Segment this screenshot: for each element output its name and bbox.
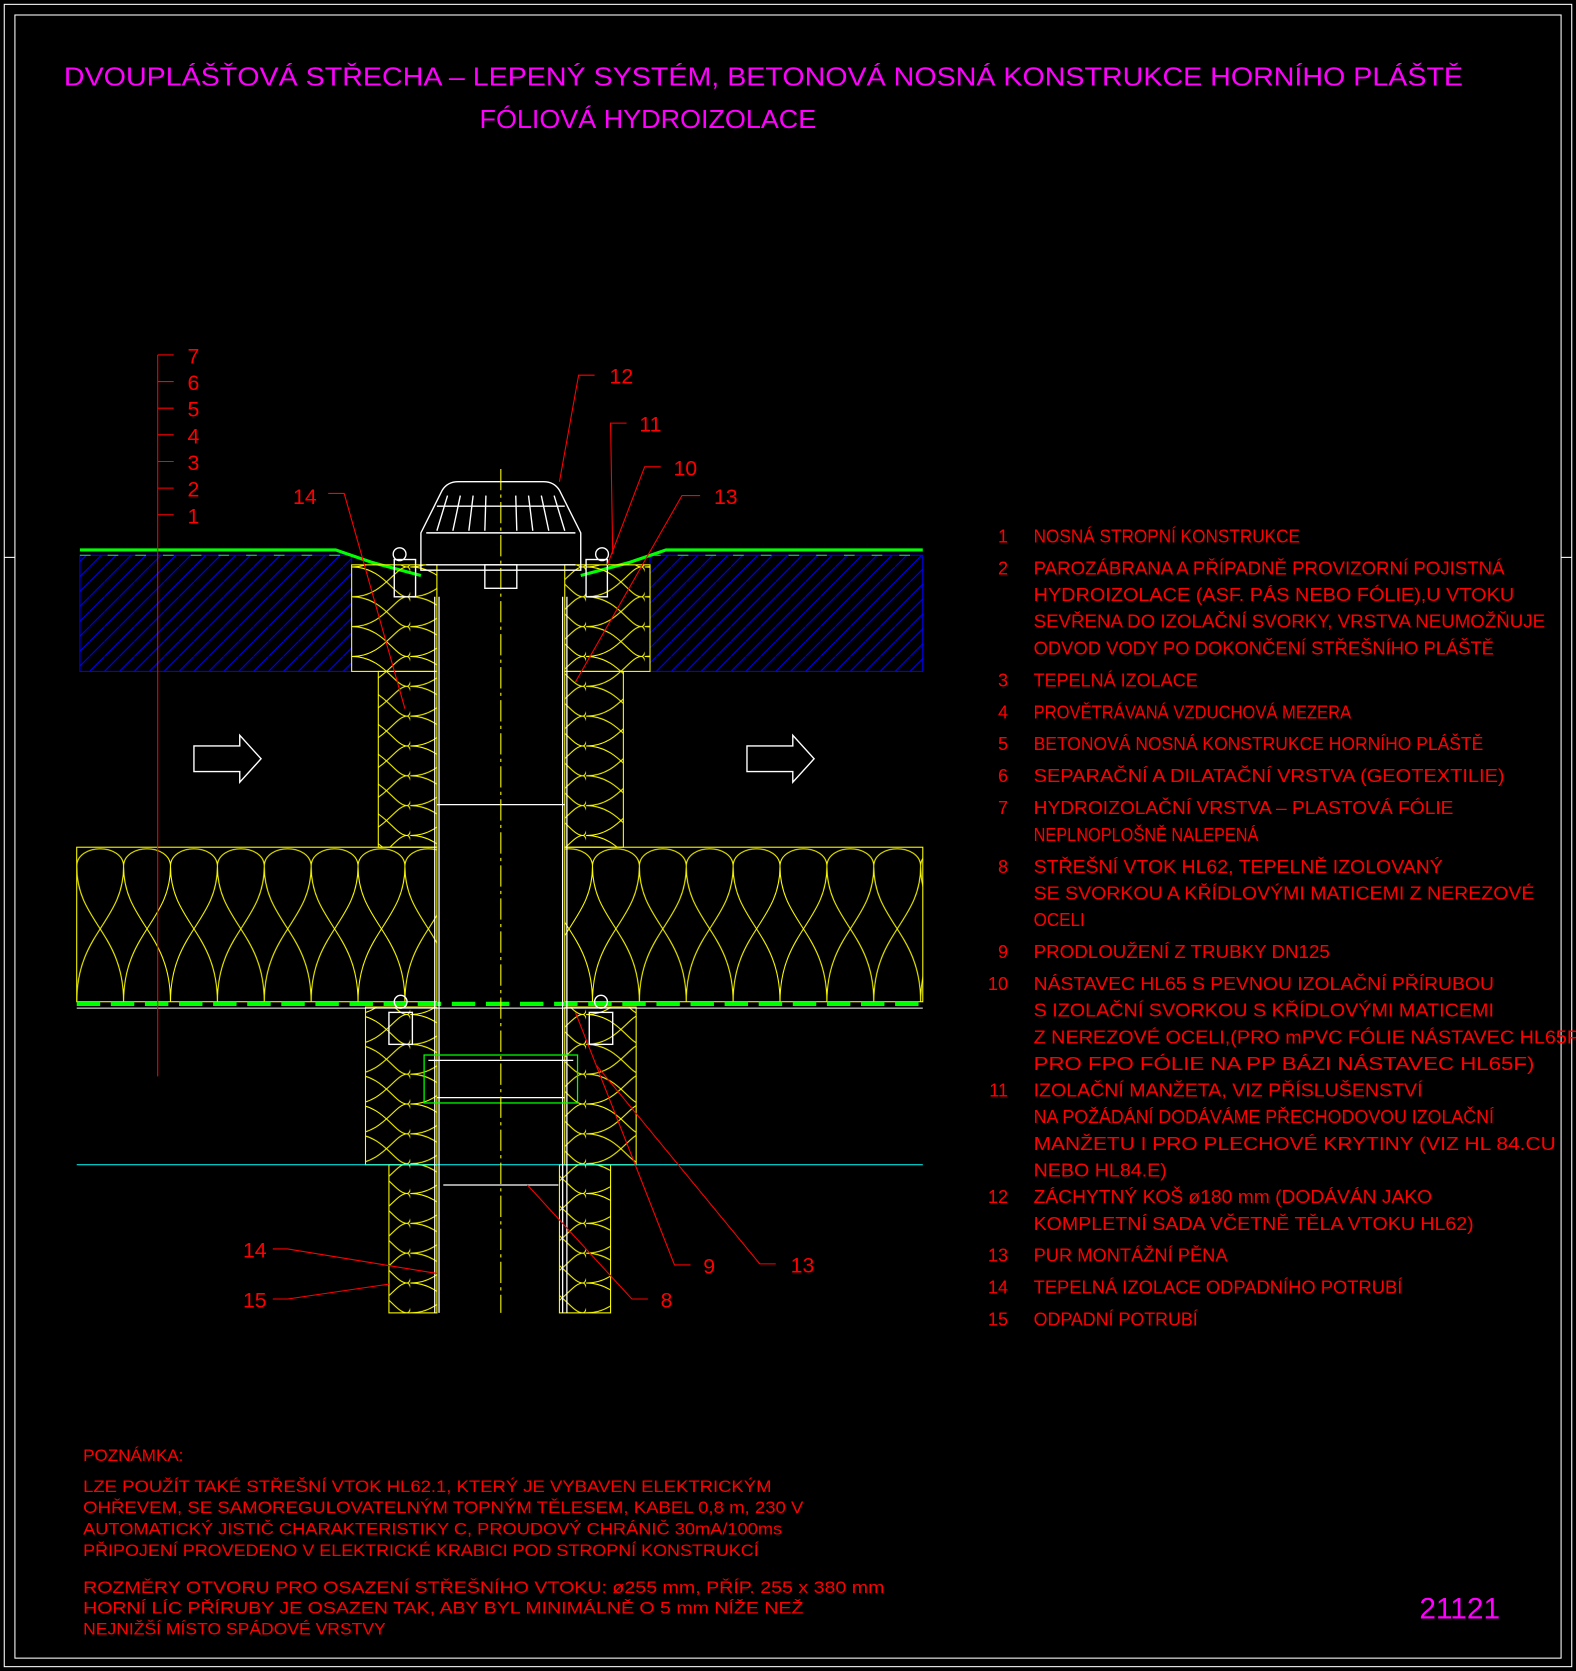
legend-number: 3 — [998, 670, 1008, 690]
drawing-title-line2: FÓLIOVÁ HYDROIZOLACE — [480, 105, 817, 134]
notes: POZNÁMKA: LZE POUŽÍT TAKÉ STŘEŠNÍ VTOK H… — [83, 1446, 884, 1639]
legend-text: SEPARAČNÍ A DILATAČNÍ VRSTVA (GEOTEXTILI… — [1034, 765, 1505, 786]
legend-text: PUR MONTÁŽNÍ PĚNA — [1034, 1246, 1229, 1266]
legend-text: BETONOVÁ NOSNÁ KONSTRUKCE HORNÍHO PLÁŠTĚ — [1034, 733, 1484, 754]
legend-text: OCELI — [1034, 910, 1085, 930]
callout-12: 12 — [610, 365, 634, 389]
layer-label-3: 3 — [188, 451, 200, 475]
callout-14-bottom: 14 — [243, 1238, 267, 1262]
roof-section-detail: 7 6 5 4 3 2 1 12 11 10 13 14 14 — [76, 344, 924, 1314]
legend-text: TEPELNÁ IZOLACE ODPADNÍHO POTRUBÍ — [1034, 1278, 1403, 1298]
legend-text: TEPELNÁ IZOLACE — [1034, 670, 1198, 690]
callout-11: 11 — [639, 413, 661, 437]
layer-label-7: 7 — [188, 344, 200, 368]
legend-text: KOMPLETNÍ SADA VČETNĚ TĚLA VTOKU HL62) — [1034, 1213, 1474, 1234]
legend-text: S IZOLAČNÍ SVORKOU S KŘÍDLOVÝMI MATICEMI — [1034, 1000, 1494, 1021]
legend-text: MANŽETU I PRO PLECHOVÉ KRYTINY (VIZ HL 8… — [1034, 1134, 1556, 1154]
layer-label-5: 5 — [188, 398, 200, 422]
callout-15: 15 — [243, 1289, 267, 1313]
legend-number: 2 — [998, 558, 1008, 578]
legend-number: 7 — [998, 798, 1008, 818]
note-line: AUTOMATICKÝ JISTIČ CHARAKTERISTIKY C, PR… — [83, 1520, 782, 1539]
legend-text: HYDROIZOLACE (ASF. PÁS NEBO FÓLIE),U VTO… — [1034, 584, 1515, 605]
airflow-arrow-left-icon — [193, 733, 263, 785]
legend-text: NEBO HL84.E) — [1034, 1160, 1167, 1180]
legend-number: 6 — [998, 766, 1008, 786]
note-line: OHŘEVEM, SE SAMOREGULOVATELNÝM TOPNÝM TĚ… — [83, 1498, 804, 1517]
callout-leaders — [272, 374, 776, 1300]
legend-text: IZOLAČNÍ MANŽETA, VIZ PŘÍSLUŠENSTVÍ — [1034, 1080, 1423, 1101]
legend-text: PRODLOUŽENÍ Z TRUBKY DN125 — [1034, 942, 1330, 962]
callout-9: 9 — [703, 1254, 715, 1278]
thermal-insulation-layer — [76, 846, 438, 1003]
layer-label-2: 2 — [188, 478, 200, 502]
layer-scale — [157, 354, 174, 1077]
callout-14-top: 14 — [293, 485, 317, 509]
legend-text: PROVĚTRÁVANÁ VZDUCHOVÁ MEZERA — [1034, 702, 1352, 722]
concrete-slab-right — [649, 554, 924, 672]
legend-text: SE SVORKOU A KŘÍDLOVÝMI MATICEMI Z NEREZ… — [1034, 883, 1535, 903]
legend-text: NOSNÁ STROPNÍ KONSTRUKCE — [1034, 526, 1300, 546]
legend-text: NA POŽÁDÁNÍ DODÁVÁME PŘECHODOVOU IZOLAČN… — [1034, 1106, 1494, 1127]
layer-label-6: 6 — [188, 371, 200, 395]
drawing-number: 21121 — [1419, 1593, 1500, 1626]
legend-number: 14 — [988, 1278, 1008, 1298]
note-line: NEJNIŽŠÍ MÍSTO SPÁDOVÉ VRSTVY — [83, 1620, 386, 1639]
callout-13-top: 13 — [714, 485, 738, 509]
roof-drain-hl62 — [388, 481, 614, 1046]
legend-number: 4 — [998, 702, 1008, 722]
legend-text: HYDROIZOLAČNÍ VRSTVA – PLASTOVÁ FÓLIE — [1034, 797, 1454, 818]
legend-number: 1 — [998, 526, 1008, 546]
legend-text: PAROZÁBRANA A PŘÍPADNĚ PROVIZORNÍ POJIST… — [1034, 558, 1506, 578]
legend-number: 11 — [989, 1081, 1008, 1101]
legend-number: 12 — [988, 1187, 1008, 1207]
note-line: PŘIPOJENÍ PROVEDENO V ELEKTRICKÉ KRABICI… — [83, 1541, 759, 1560]
legend-number: 15 — [988, 1310, 1008, 1330]
notes-heading: POZNÁMKA: — [83, 1446, 183, 1465]
drawing-frame — [3, 3, 1573, 1668]
callout-10: 10 — [673, 456, 697, 480]
legend: 1 NOSNÁ STROPNÍ KONSTRUKCE 2 PAROZÁBRANA A … — [988, 526, 1576, 1329]
legend-text: PRO FPO FÓLIE NA PP BÁZI NÁSTAVEC HL65F) — [1034, 1053, 1535, 1074]
callout-13-bottom: 13 — [791, 1253, 815, 1277]
legend-number: 10 — [988, 974, 1008, 994]
legend-text: ODPADNÍ POTRUBÍ — [1034, 1310, 1198, 1330]
callout-8: 8 — [661, 1289, 673, 1313]
legend-number: 9 — [998, 942, 1008, 962]
airflow-arrow-right-icon — [746, 733, 816, 785]
legend-text: STŘEŠNÍ VTOK HL62, TEPELNĚ IZOLOVANÝ — [1034, 856, 1443, 877]
concrete-slab-left — [79, 554, 353, 672]
legend-text: ODVOD VODY PO DOKONČENÍ STŘEŠNÍHO PLÁŠTĚ — [1034, 637, 1494, 658]
drawing-title-line1: DVOUPLÁŠŤOVÁ STŘECHA – LEPENÝ SYSTÉM, BE… — [64, 62, 1463, 91]
legend-text: SEVŘENA DO IZOLAČNÍ SVORKY, VRSTVA NEUMO… — [1034, 611, 1545, 632]
thermal-insulation-layer-right — [564, 846, 924, 1003]
legend-text: ZÁCHYTNÝ KOŠ ø180 mm (DODÁVÁN JAKO — [1034, 1186, 1433, 1207]
note-line: ROZMĚRY OTVORU PRO OSAZENÍ STŘEŠNÍHO VTO… — [83, 1578, 884, 1597]
legend-number: 5 — [998, 734, 1008, 754]
layer-label-1: 1 — [188, 504, 200, 528]
legend-number: 13 — [988, 1246, 1008, 1266]
drain-insulation — [351, 564, 651, 1314]
legend-text: NEPLNOPLOŠNĚ NALEPENÁ — [1034, 824, 1260, 845]
layer-label-4: 4 — [188, 424, 200, 448]
note-line: LZE POUŽÍT TAKÉ STŘEŠNÍ VTOK HL62.1, KTE… — [83, 1477, 771, 1496]
note-line: HORNÍ LÍC PŘÍRUBY JE OSAZEN TAK, ABY BYL… — [83, 1598, 803, 1617]
legend-text: Z NEREZOVÉ OCELI,(PRO mPVC FÓLIE NÁSTAVE… — [1034, 1026, 1576, 1047]
legend-number: 8 — [998, 857, 1008, 877]
legend-text: NÁSTAVEC HL65 S PEVNOU IZOLAČNÍ PŘÍRUBOU — [1034, 973, 1494, 994]
